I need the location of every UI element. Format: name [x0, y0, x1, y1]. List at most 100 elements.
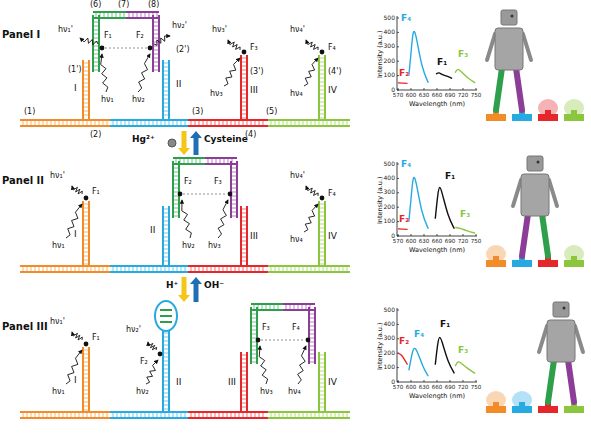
tick-label: 570 [393, 93, 404, 99]
fluorophore-label: F₃ [262, 324, 270, 332]
site-label: I [74, 230, 77, 239]
site-label: II [176, 378, 181, 387]
arrow-shaft [182, 131, 187, 149]
spectrum-peak-label: F₁ [437, 58, 447, 67]
site-label: IV [328, 232, 337, 241]
spectrum-peak-label: F₂ [399, 215, 409, 224]
dna-strand [241, 206, 247, 266]
hairpin-loop [155, 301, 177, 331]
spectrum-curve [455, 362, 475, 373]
panel-title: Panel I [2, 30, 40, 40]
dna-strand [110, 266, 188, 272]
base-pairs [241, 58, 247, 118]
tick-label: 0 [391, 87, 395, 93]
base-pairs [191, 266, 263, 272]
fluorophore-label: F₄ [328, 190, 336, 198]
fluorophore-label: F₄ [328, 44, 336, 52]
tick-label: 690 [445, 239, 456, 245]
foothold-block [564, 260, 584, 267]
tick-label: 200 [384, 350, 395, 356]
spectrum-curve [398, 228, 408, 230]
dna-strand [241, 352, 247, 412]
dna-strand [110, 120, 188, 126]
base-pairs [163, 333, 169, 409]
fluorophore [320, 196, 325, 201]
dna-strand [231, 161, 237, 218]
photon-arrow [224, 58, 240, 86]
fluorophore-label: F₄ [292, 324, 300, 332]
tick-label: 570 [393, 385, 404, 391]
robot-arm [549, 180, 557, 206]
fluorophore [242, 50, 247, 55]
spectrum-peak-label: F₂ [399, 69, 409, 78]
photon-arrow [72, 332, 82, 340]
photon-arrow [298, 346, 306, 384]
axis-line [397, 16, 477, 90]
dna-strand [163, 330, 169, 412]
tick-label: 720 [458, 239, 469, 245]
callout-number: (2') [176, 46, 190, 54]
panel-illustration [20, 301, 584, 418]
base-pairs [83, 204, 89, 264]
fluorophore [148, 46, 153, 51]
site-label: III [250, 86, 258, 95]
base-pairs [83, 63, 89, 115]
site-label: II [176, 80, 181, 89]
fluorophore [158, 352, 163, 357]
tick-label: 630 [419, 93, 430, 99]
photon-arrow [218, 200, 228, 238]
robot-arm [539, 326, 547, 352]
site-label: IV [328, 378, 337, 387]
photon-arrow [80, 38, 98, 45]
dna-strand [268, 120, 350, 126]
dna-strand [283, 304, 315, 310]
arrow-shaft [182, 277, 187, 296]
base-pairs [153, 18, 159, 70]
robot-eye [511, 15, 514, 18]
fret-link [261, 340, 305, 341]
robot-leg [548, 360, 554, 402]
panel-illustration [20, 10, 584, 126]
fluorophore-label: F₂ [184, 178, 192, 186]
photon-label: hν₂ [136, 388, 149, 396]
tick-label: 720 [458, 93, 469, 99]
photon-label: hν₄ [288, 388, 301, 396]
robot-arm [513, 180, 521, 206]
dna-strand [20, 120, 110, 126]
foothold-block [486, 406, 506, 413]
foothold-block [564, 406, 584, 413]
spectrum-peak-label: F₃ [458, 346, 468, 355]
tick-label: 660 [432, 385, 443, 391]
foothold-block [564, 114, 584, 121]
tick-label: 500 [384, 15, 395, 21]
mercury-ion [168, 139, 176, 147]
arrow-head [178, 148, 190, 155]
dna-strand [251, 307, 257, 364]
fluorophore [256, 338, 261, 343]
arrow-shaft [194, 137, 199, 155]
photon-arrow [148, 342, 157, 350]
tick-label: 690 [445, 385, 456, 391]
callout-number: (6) [90, 1, 101, 9]
dna-strand [188, 120, 268, 126]
tick-label: 600 [406, 385, 417, 391]
axis-line [397, 308, 477, 382]
photon-label: hν₁' [58, 26, 73, 34]
callout-number: (5) [266, 108, 277, 116]
tick-label: 200 [384, 58, 395, 64]
photon-label: hν₁ [101, 96, 114, 104]
base-pairs [96, 12, 124, 18]
robot-head [553, 302, 569, 317]
photon-label: hν₃' [212, 26, 227, 34]
robot-eye [537, 161, 540, 164]
tick-label: 100 [384, 364, 395, 370]
axis-title: Intensity (a.u.) [377, 322, 384, 370]
base-pairs [241, 355, 247, 407]
arrow-head [190, 131, 202, 138]
tick-label: 500 [384, 307, 395, 313]
foothold-peg [493, 402, 499, 406]
spectrum-peak-label: F₃ [458, 50, 468, 59]
tick-label: 720 [458, 385, 469, 391]
photon-arrow [228, 40, 240, 50]
dna-strand [83, 347, 89, 412]
